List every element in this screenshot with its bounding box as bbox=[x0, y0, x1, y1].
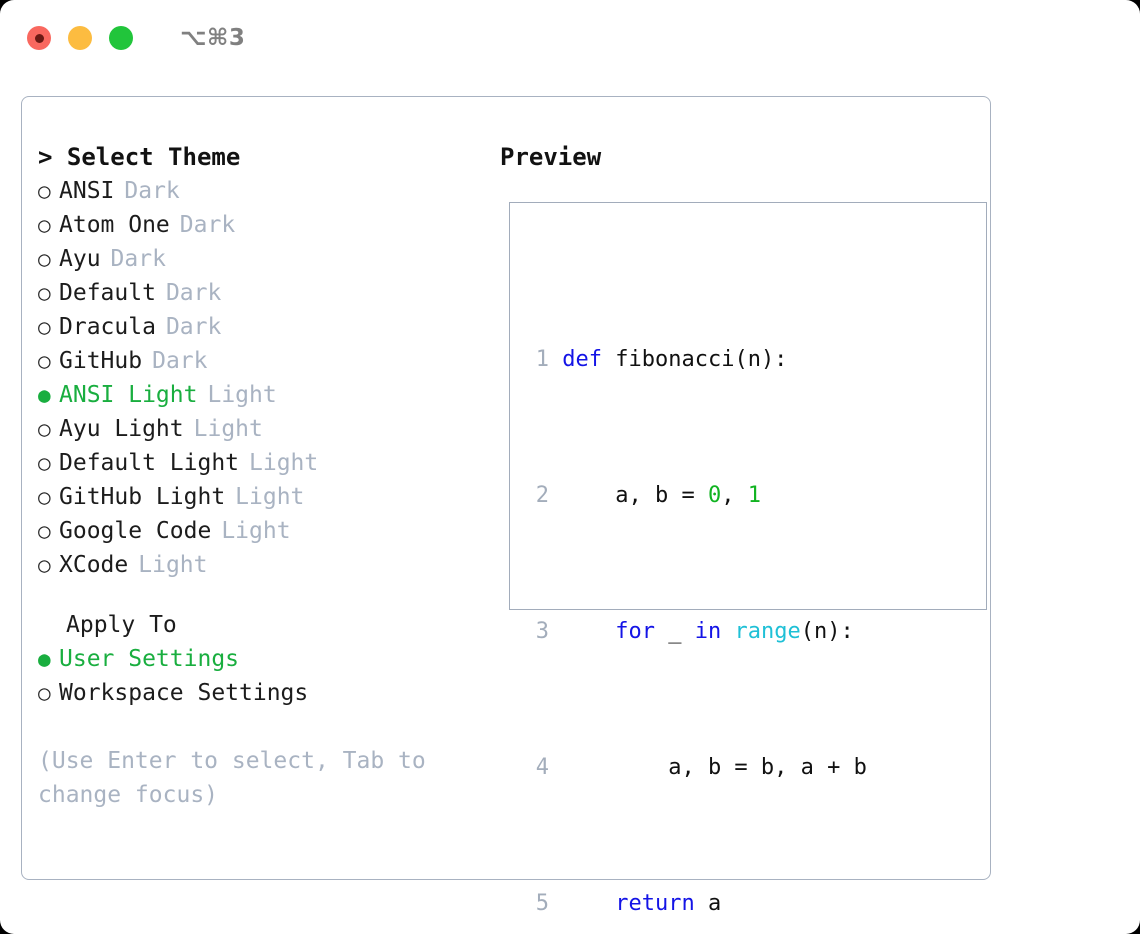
theme-option-ayu-light[interactable]: ○ Ayu Light Light bbox=[38, 412, 468, 446]
theme-option-kind: Light bbox=[138, 552, 208, 578]
keyboard-hint-text: (Use Enter to select, Tab to change focu… bbox=[38, 748, 426, 808]
theme-option-google-code-light[interactable]: ○ Google Code Light bbox=[38, 514, 468, 548]
theme-option-default-dark[interactable]: ○ Default Dark bbox=[38, 276, 468, 310]
theme-option-kind: Dark bbox=[152, 348, 208, 374]
line-number: 2 bbox=[535, 483, 549, 508]
theme-option-label: Dracula bbox=[59, 314, 156, 340]
code-line: 2 a, b = 0, 1 bbox=[525, 479, 893, 513]
theme-option-dracula-dark[interactable]: ○ Dracula Dark bbox=[38, 310, 468, 344]
theme-selector-column: > Select Theme ○ ANSI Dark ○ Atom One Da… bbox=[38, 140, 468, 812]
theme-option-kind: Dark bbox=[179, 212, 236, 238]
theme-option-kind: Dark bbox=[165, 314, 222, 340]
apply-to-workspace-settings[interactable]: ○ Workspace Settings bbox=[38, 676, 468, 710]
theme-option-kind: Light bbox=[207, 382, 277, 408]
radio-selected-icon: ● bbox=[38, 383, 51, 407]
theme-option-label: Google Code bbox=[59, 518, 212, 544]
select-theme-heading: > Select Theme bbox=[38, 143, 241, 171]
code-token-number: 1 bbox=[747, 483, 761, 508]
code-token-plain: a, b = bbox=[562, 483, 708, 508]
theme-option-label: GitHub bbox=[59, 348, 143, 374]
main-panel: > Select Theme ○ ANSI Dark ○ Atom One Da… bbox=[21, 96, 991, 916]
spacer bbox=[38, 582, 468, 608]
code-token-builtin: range bbox=[734, 619, 801, 644]
preview-heading: Preview bbox=[500, 143, 602, 171]
maximize-button-icon[interactable] bbox=[109, 26, 133, 50]
radio-unselected-icon: ○ bbox=[38, 485, 51, 509]
radio-unselected-icon: ○ bbox=[38, 417, 51, 441]
minimize-button-icon[interactable] bbox=[68, 26, 92, 50]
radio-unselected-icon: ○ bbox=[38, 553, 51, 577]
radio-unselected-icon: ○ bbox=[38, 247, 51, 271]
theme-option-atom-one-dark[interactable]: ○ Atom One Dark bbox=[38, 208, 468, 242]
apply-to-label: User Settings bbox=[59, 646, 240, 672]
theme-option-label: Ayu Light bbox=[59, 416, 184, 442]
code-token-plain bbox=[562, 891, 615, 916]
code-token-plain: a, b = b, a + b bbox=[562, 755, 867, 780]
code-line: 5 return a bbox=[525, 887, 893, 921]
code-token-keyword: def bbox=[562, 347, 602, 372]
theme-option-kind: Light bbox=[249, 450, 319, 476]
code-line: 1 def fibonacci(n): bbox=[525, 343, 893, 377]
window-title: ⌥⌘3 bbox=[180, 24, 246, 51]
line-number: 4 bbox=[535, 755, 549, 780]
theme-option-ayu-dark[interactable]: ○ Ayu Dark bbox=[38, 242, 468, 276]
close-button-icon[interactable] bbox=[27, 26, 51, 50]
apply-to-heading: Apply To bbox=[66, 612, 177, 638]
radio-unselected-icon: ○ bbox=[38, 349, 51, 373]
theme-option-label: GitHub Light bbox=[59, 484, 226, 510]
theme-option-label: Ayu bbox=[59, 246, 101, 272]
theme-option-kind: Dark bbox=[124, 178, 180, 204]
line-number: 1 bbox=[535, 347, 549, 372]
theme-option-default-light[interactable]: ○ Default Light Light bbox=[38, 446, 468, 480]
apply-to-label: Workspace Settings bbox=[59, 680, 309, 706]
theme-option-label: ANSI bbox=[59, 178, 115, 204]
theme-option-label: Atom One bbox=[59, 212, 170, 238]
apply-to-group: Apply To ● User Settings ○ Workspace Set… bbox=[38, 608, 468, 710]
theme-option-kind: Dark bbox=[110, 246, 166, 272]
radio-unselected-icon: ○ bbox=[38, 213, 51, 237]
radio-unselected-icon: ○ bbox=[38, 281, 51, 305]
theme-option-ansi-dark[interactable]: ○ ANSI Dark bbox=[38, 174, 468, 208]
radio-unselected-icon: ○ bbox=[38, 519, 51, 543]
radio-unselected-icon: ○ bbox=[38, 315, 51, 339]
theme-option-label: Default Light bbox=[59, 450, 240, 476]
code-token-keyword: return bbox=[615, 891, 695, 916]
apply-to-user-settings[interactable]: ● User Settings bbox=[38, 642, 468, 676]
theme-option-kind: Light bbox=[221, 518, 291, 544]
theme-option-ansi-light[interactable]: ● ANSI Light Light bbox=[38, 378, 468, 412]
code-token-plain: , bbox=[721, 483, 748, 508]
line-number: 5 bbox=[535, 891, 549, 916]
theme-list: ○ ANSI Dark ○ Atom One Dark ○ Ayu Dark ○… bbox=[38, 174, 468, 582]
code-token-plain: a bbox=[694, 891, 722, 916]
radio-unselected-icon: ○ bbox=[38, 451, 51, 475]
code-line: 4 a, b = b, a + b bbox=[525, 751, 893, 785]
code-token-plain: _ bbox=[654, 619, 695, 644]
radio-unselected-icon: ○ bbox=[38, 681, 51, 705]
theme-option-label: ANSI Light bbox=[59, 382, 198, 408]
radio-selected-icon: ● bbox=[38, 647, 51, 671]
theme-option-github-dark[interactable]: ○ GitHub Dark bbox=[38, 344, 468, 378]
line-number: 3 bbox=[535, 619, 549, 644]
code-token-number: 0 bbox=[707, 483, 722, 508]
theme-option-kind: Dark bbox=[165, 280, 222, 306]
theme-option-label: XCode bbox=[59, 552, 129, 578]
traffic-light-group bbox=[27, 26, 133, 50]
code-token-keyword: for bbox=[615, 619, 655, 644]
code-preview: 1 def fibonacci(n): 2 a, b = 0, 1 3 for … bbox=[525, 241, 893, 934]
code-token-plain: (n): bbox=[800, 619, 854, 644]
title-bar: ⌥⌘3 bbox=[0, 0, 1140, 76]
code-token-plain bbox=[721, 619, 734, 644]
theme-option-xcode-light[interactable]: ○ XCode Light bbox=[38, 548, 468, 582]
code-token-plain bbox=[562, 619, 615, 644]
radio-unselected-icon: ○ bbox=[38, 179, 51, 203]
theme-option-label: Default bbox=[59, 280, 156, 306]
theme-option-kind: Light bbox=[235, 484, 305, 510]
code-token-keyword: in bbox=[694, 619, 722, 644]
preview-box: 1 def fibonacci(n): 2 a, b = 0, 1 3 for … bbox=[509, 202, 987, 916]
theme-option-github-light[interactable]: ○ GitHub Light Light bbox=[38, 480, 468, 514]
preview-column: Preview 1 def fibonacci(n): 2 a, b = 0, … bbox=[500, 140, 987, 916]
code-line: 3 for _ in range(n): bbox=[525, 615, 893, 649]
code-token-plain: fibonacci(n): bbox=[602, 347, 788, 372]
theme-option-kind: Light bbox=[193, 416, 263, 442]
